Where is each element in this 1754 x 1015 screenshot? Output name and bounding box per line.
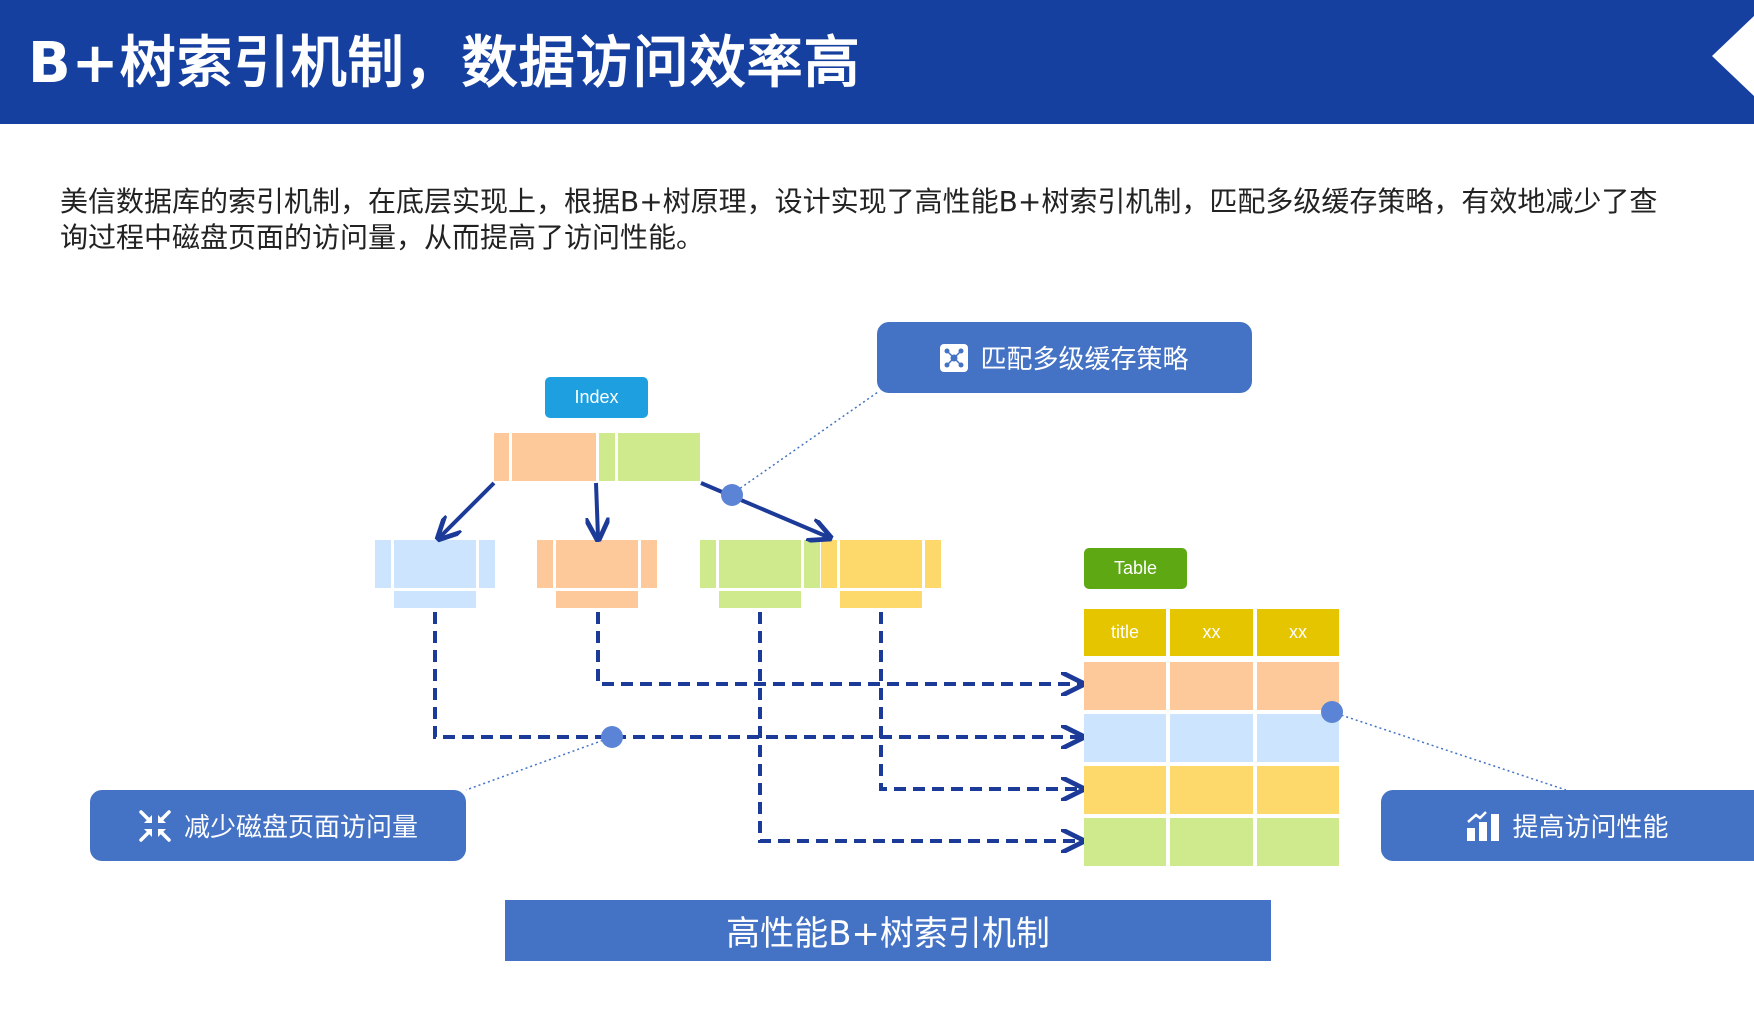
callout-reduce-label: 减少磁盘页面访问量: [183, 813, 418, 843]
root-node: [494, 433, 700, 481]
leaf-node-yellow: [821, 540, 941, 608]
caption-label: 高性能B+树索引机制: [726, 914, 1050, 954]
arrow-root-to-leaf-2: [596, 482, 598, 537]
table-row-peach: [1084, 662, 1339, 710]
arrow-root-to-leaf-4: [700, 481, 828, 537]
table-row-green: [1084, 818, 1339, 866]
callout-improve-label: 提高访问性能: [1512, 813, 1669, 843]
anchor-dot-improve: [1321, 701, 1343, 723]
connector-reduce: [465, 736, 613, 791]
compress-arrows-icon: [138, 809, 172, 843]
table-header-xx-1-label: xx: [1202, 622, 1221, 642]
table-tag: Table: [1084, 548, 1187, 589]
callout-improve-performance: 提高访问性能: [1381, 790, 1754, 861]
leaf-node-peach: [537, 540, 657, 608]
callout-reduce-disk-access: 减少磁盘页面访问量: [90, 790, 466, 861]
leaf-node-green: [700, 540, 820, 608]
caption-bar: 高性能B+树索引机制: [505, 900, 1271, 961]
dashed-link-peach: [596, 612, 1080, 684]
page-title: B+树索引机制，数据访问效率高: [28, 31, 861, 96]
table-header-xx-1: xx: [1170, 609, 1253, 656]
connector-improve: [1331, 711, 1567, 791]
table-header-title-label: title: [1110, 622, 1139, 642]
index-tag-label: Index: [574, 387, 619, 407]
header-bar: B+树索引机制，数据访问效率高: [0, 0, 1754, 124]
table-row-blue: [1084, 714, 1339, 762]
dashed-link-blue: [433, 612, 1080, 737]
table-tag-label: Table: [1113, 558, 1158, 578]
callout-cache-strategy: 匹配多级缓存策略: [877, 322, 1252, 393]
table-header-xx-2-label: xx: [1289, 622, 1307, 642]
header-notch-decoration: [1712, 16, 1754, 96]
dashed-link-green: [758, 612, 1080, 841]
bar-chart-icon: [1466, 810, 1500, 842]
table-row-yellow: [1084, 766, 1339, 814]
connector-cache: [731, 391, 879, 495]
table-header-xx-2: xx: [1257, 609, 1339, 656]
anchor-dot-cache: [721, 484, 743, 506]
leaf-node-blue: [375, 540, 495, 608]
dashed-link-yellow: [879, 612, 1080, 789]
callout-cache-label: 匹配多级缓存策略: [980, 345, 1189, 375]
anchor-dot-reduce: [601, 726, 623, 748]
intro-paragraph: 美信数据库的索引机制，在底层实现上，根据B+树原理，设计实现了高性能B+树索引机…: [60, 185, 1658, 254]
arrow-root-to-leaf-1: [440, 481, 496, 537]
index-tag: Index: [545, 377, 648, 418]
network-icon: [940, 343, 969, 372]
table-header-title: title: [1084, 609, 1166, 656]
